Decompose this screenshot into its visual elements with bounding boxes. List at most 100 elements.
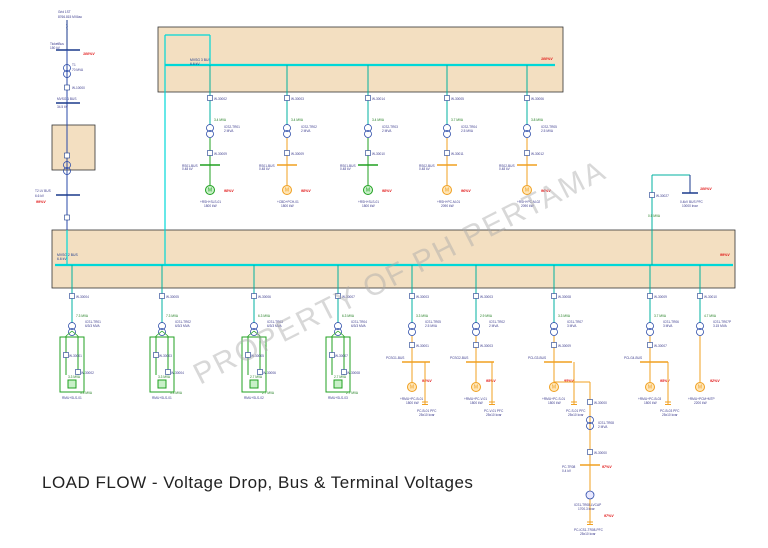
feeder-right-breaker — [165, 369, 171, 375]
feeder-bus-kv: 0.48 kV — [499, 167, 511, 171]
feeder-load-rating: 1800 kW — [362, 204, 375, 208]
feeder-left-breaker — [63, 352, 69, 358]
pfc-bus-name: 0.4kV BUS PFC — [680, 200, 704, 204]
feeder-breaker — [473, 293, 479, 299]
feeder-breaker — [69, 293, 75, 299]
grid-rating-label: 8766.815 MVAsc — [58, 15, 82, 19]
side-feeder-breaker-label: W-30027 — [656, 194, 669, 198]
feeder-breaker-label: W-30010 — [704, 295, 717, 299]
feeder-transformer-bottom — [158, 328, 166, 336]
feeder-flow-label: 3.3 MVA — [416, 314, 429, 318]
feeder-load-rating: 1800 kW — [470, 401, 483, 405]
feeder-bus-kv: 0.48 kV — [419, 167, 431, 171]
feeder-right-breaker — [257, 369, 263, 375]
feeder-transformer-top — [364, 124, 372, 132]
feeder-breaker-label: W-30006 — [258, 295, 271, 299]
tail-bus-drop: 97%V — [602, 465, 612, 469]
feeder-transformer-name: ICS1-TR05 — [425, 320, 441, 324]
feeder-load-name: +RSH+PC-M-02 — [517, 200, 540, 204]
ticket-bus-name: TicketBus — [50, 42, 64, 46]
tail-transformer-top — [586, 416, 594, 424]
feeder-breaker — [524, 95, 530, 101]
feeder-bus-kv: 0.48 kV — [340, 167, 352, 171]
pfc-rating: 25x10 kvar — [486, 413, 503, 417]
t2-lv-bus-name: T2 LV BUS — [35, 189, 51, 193]
feeder-transformer-top — [443, 124, 451, 132]
rmu-icon — [157, 379, 167, 389]
tail-pfc-name: PC-ICS1-TR08-PFC — [574, 528, 604, 532]
feeder-transformer-rating: 6/3/3 MVA — [85, 324, 101, 328]
motor-load-icon-glyph: M — [445, 188, 449, 194]
feeder-load-rating: 1800 kW — [548, 401, 561, 405]
feeder-transformer-name: ICS2-TR02 — [301, 125, 317, 129]
feeder-breaker — [444, 95, 450, 101]
feeder-flow-label: 7.3 MVA — [166, 314, 179, 318]
feeder-transformer-name: ICS1-TR06 — [663, 320, 679, 324]
feeder-lv-breaker — [444, 150, 450, 156]
feeder-lv-breaker — [207, 150, 213, 156]
pfc-name: PC-V-01 PFC — [484, 409, 504, 413]
motor-load-icon — [442, 185, 452, 195]
motor-load-icon-glyph: M — [525, 188, 529, 194]
feeder-transformer-top — [646, 322, 654, 330]
side-feeder-flow: 0.5 MVA — [648, 214, 661, 218]
switchgear-box — [149, 336, 175, 393]
feeder-right-breaker — [75, 369, 81, 375]
motor-on-icon — [205, 185, 215, 195]
feeder-load-name: +RSH+SLS-01 — [358, 200, 379, 204]
feeder-load-name: +RSH+PC-M-01 — [437, 200, 460, 204]
pfc-rating: 25x10 kvar — [419, 413, 436, 417]
motor-load-icon — [645, 382, 655, 392]
feeder-split-left — [247, 330, 255, 337]
feeder-load-drop: 96%V — [461, 189, 471, 193]
feeder-transformer-top — [250, 322, 258, 330]
feeder-transformer-bottom — [364, 130, 372, 138]
feeder-breaker-label: W-30003 — [480, 295, 493, 299]
feeder-transformer-top — [283, 124, 291, 132]
feeder-bus-name: PCLG3-BUS — [528, 356, 546, 360]
feeder-load-name: RMU+SLS-01 — [62, 396, 82, 400]
motor-on-icon-glyph: M — [366, 188, 370, 194]
breaker-zone — [64, 152, 70, 159]
feeder-breaker — [409, 293, 415, 299]
feeder-transformer-bottom — [646, 328, 654, 336]
upper-bus-drop: 100%V — [541, 57, 553, 61]
feeder-breaker — [207, 95, 213, 101]
transformer-t2-winding-top — [63, 161, 71, 169]
motor-load-icon-glyph: M — [648, 385, 652, 391]
capacitor-icon — [665, 401, 671, 405]
feeder-load-rating: 1800 kW — [204, 204, 217, 208]
motor-load-icon-glyph: M — [474, 385, 478, 391]
feeder-load-name: +RMU+PC-B-03 — [638, 397, 661, 401]
feeder-split-right — [337, 330, 345, 337]
capacitor-icon — [489, 401, 495, 405]
feeder-transformer-rating: 6/3/3 MVA — [267, 324, 283, 328]
feeder-load-drop: 98%V — [301, 189, 311, 193]
t2-lv-bus-drop: 99%V — [36, 200, 46, 204]
feeder-left-flow: 3.3 MVA — [68, 375, 81, 379]
pfc-name: PC-B-01 PFC — [417, 409, 437, 413]
feeder-breaker-label: W-30004 — [76, 295, 89, 299]
feeder-transformer-top — [158, 322, 166, 330]
feeder-transformer-top — [68, 322, 76, 330]
feeder-load-name: +RMU+PC-S-01 — [542, 397, 565, 401]
feeder-load-drop: 98%V — [224, 189, 234, 193]
feeder-transformer-top — [472, 322, 480, 330]
breaker-t2 — [64, 214, 70, 221]
rmu-icon — [333, 379, 343, 389]
feeder-transformer-bottom — [523, 130, 531, 138]
feeder-split-right — [253, 330, 261, 337]
feeder-lv-breaker-label: W-30009 — [214, 152, 227, 156]
feeder-split-right — [71, 330, 79, 337]
upper-bus-name: MVSG 3 BUS — [190, 58, 211, 62]
